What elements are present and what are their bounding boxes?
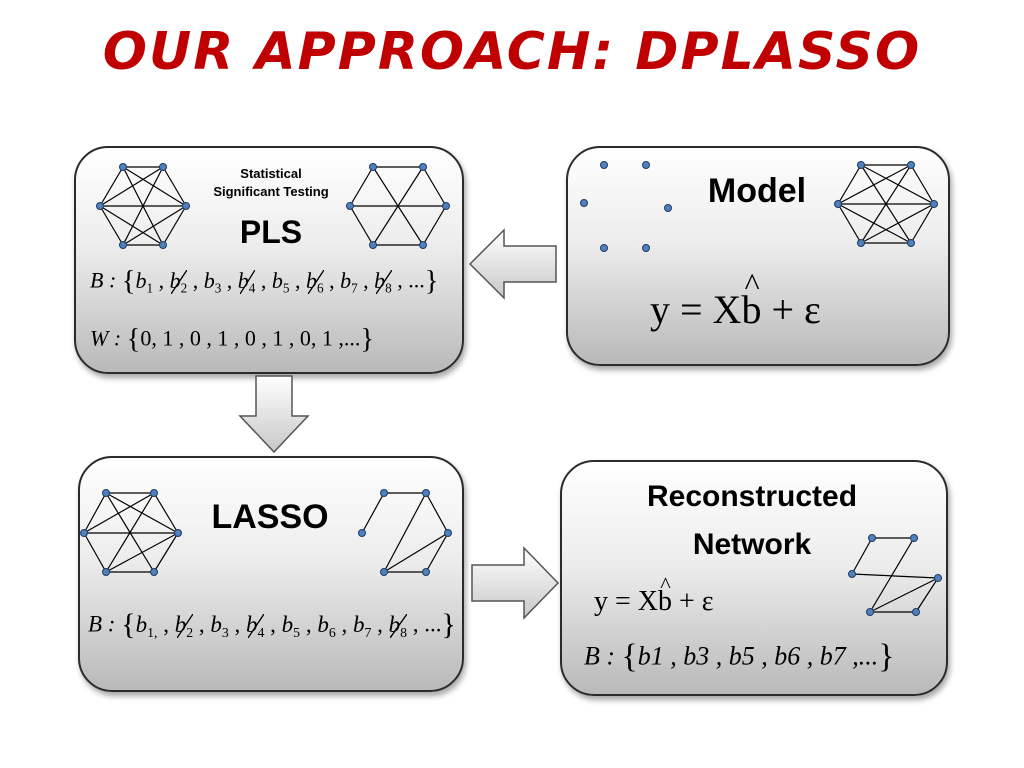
b-coefficient: b8 bbox=[388, 611, 408, 640]
pls-box: Statistical Significant Testing PLS B : … bbox=[74, 146, 464, 374]
b-coefficient: b7 bbox=[340, 267, 358, 296]
network-graph-pruned bbox=[346, 163, 450, 249]
slide-title: OUR APPROACH: DPLASSO bbox=[102, 22, 922, 82]
network-graph-reconstructed bbox=[848, 534, 942, 616]
arrow-down bbox=[238, 375, 310, 454]
b-coefficient: b5 bbox=[281, 611, 301, 640]
pls-caption-2: Significant Testing bbox=[213, 184, 329, 199]
pls-caption-1: Statistical bbox=[240, 166, 302, 181]
b-coefficient: b7 bbox=[352, 611, 372, 640]
b-coefficient: b4 bbox=[237, 267, 256, 296]
b-coefficient: b2 bbox=[174, 611, 194, 640]
b-coefficient: b8 bbox=[374, 267, 392, 296]
b-coefficient: b1 bbox=[135, 267, 154, 296]
network-graph-model bbox=[834, 161, 938, 247]
result-equation: y = Xb + ε bbox=[594, 572, 714, 618]
network-graph-full bbox=[96, 163, 190, 249]
arrow-left bbox=[468, 228, 557, 300]
network-graph-full bbox=[80, 489, 182, 576]
b-coefficient: b4 bbox=[246, 611, 265, 640]
model-box: Model y = Xb + ε bbox=[566, 146, 950, 366]
result-box: Reconstructed Network y = Xb + ε B : {b1… bbox=[560, 460, 948, 696]
result-label-1: Reconstructed bbox=[646, 480, 858, 513]
b-coefficient: b1, bbox=[135, 611, 158, 640]
pls-b-items: b1 , b2 , b3 , b4 , b5 , b6 , b7 , b8 bbox=[135, 267, 392, 296]
arrow-right bbox=[471, 546, 560, 620]
b-coefficient: b6 bbox=[317, 611, 336, 640]
b-coefficient: b3 bbox=[203, 267, 222, 296]
network-graph-sparse bbox=[358, 489, 452, 576]
result-label-2: Network bbox=[692, 528, 812, 561]
node-points bbox=[580, 161, 672, 252]
pls-label: PLS bbox=[239, 214, 303, 250]
model-equation: y = Xb + ε bbox=[650, 266, 821, 333]
lasso-label: LASSO bbox=[211, 498, 329, 536]
model-label: Model bbox=[707, 172, 807, 210]
b-coefficient: b3 bbox=[210, 611, 229, 640]
pls-w-set: W : {0, 1 , 0 , 1 , 0 , 1 , 0, 1 ,...} bbox=[90, 324, 375, 355]
b-coefficient: b5 bbox=[271, 267, 290, 296]
pls-b-set: B : {b1 , b2 , b3 , b4 , b5 , b6 , b7 , … bbox=[90, 266, 439, 297]
b-coefficient: b2 bbox=[169, 267, 188, 296]
lasso-b-set: B : {b1, , b2 , b3 , b4 , b5 , b6 , b7 ,… bbox=[88, 608, 456, 641]
lasso-b-items: b1, , b2 , b3 , b4 , b5 , b6 , b7 , b8 bbox=[135, 611, 408, 640]
b-coefficient: b6 bbox=[305, 267, 324, 296]
result-b-set: B : {b1 , b3 , b5 , b6 , b7 ,...} bbox=[584, 638, 895, 675]
lasso-box: LASSO B : {b1, , b2 , b3 , b4 , b5 , b6 … bbox=[78, 456, 464, 692]
